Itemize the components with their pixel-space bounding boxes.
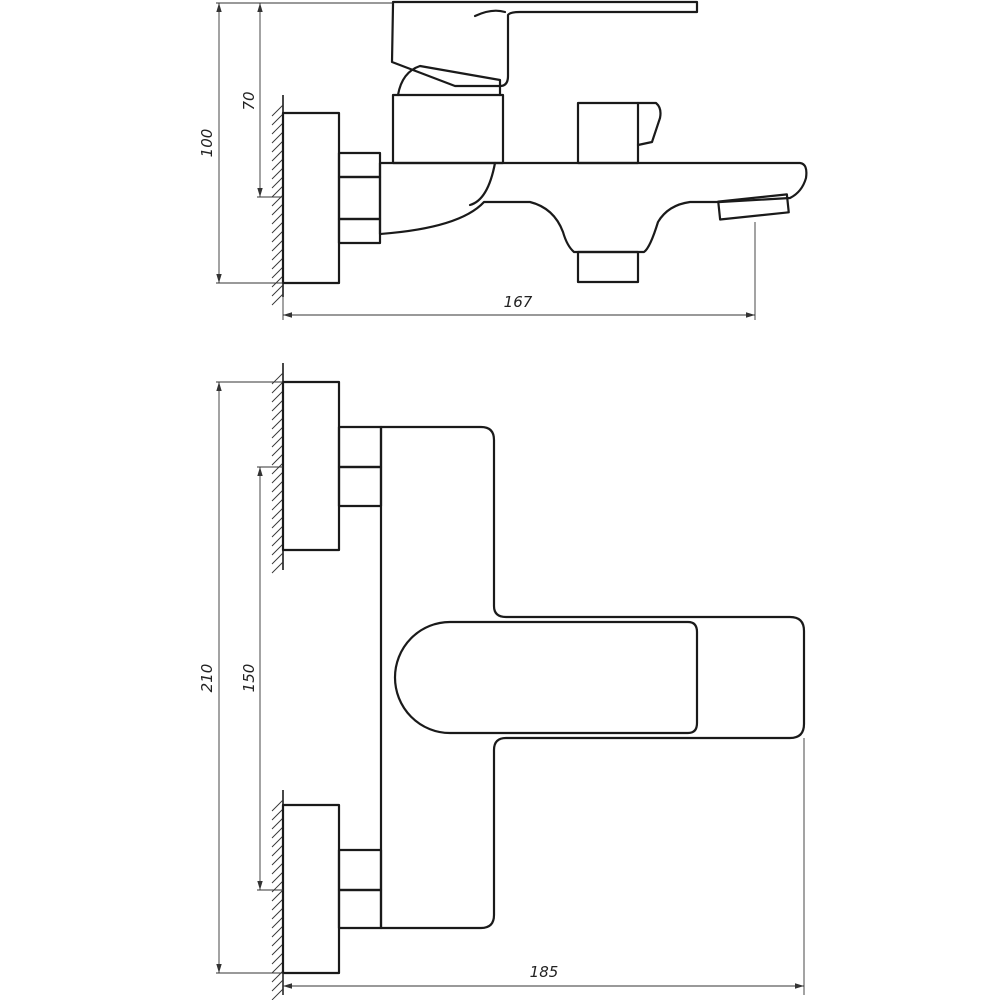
wall-hatch-line <box>271 417 284 430</box>
wall-hatch-line <box>271 516 284 529</box>
wall-hatch-line <box>271 961 284 974</box>
wall-hatch-line <box>271 835 284 848</box>
wall-hatch-line <box>271 444 284 457</box>
wall-hatch-line <box>271 239 284 252</box>
wall-hatch-line <box>271 489 284 502</box>
wall-hatch-line <box>271 826 284 839</box>
wall-hatch-line <box>271 934 284 947</box>
wall-hatch-line <box>271 907 284 920</box>
wall-hatch-line <box>271 844 284 857</box>
top-wall-flange-upper <box>281 380 341 552</box>
wall-hatch-line <box>271 862 284 875</box>
wall-hatch-line <box>271 808 284 821</box>
wall-hatch-line <box>271 943 284 956</box>
side-view-wall <box>271 95 284 306</box>
dim-center-spacing-label: 150 <box>240 664 258 693</box>
dim-total-height-label: 100 <box>198 129 216 158</box>
wall-hatch-line <box>271 979 284 992</box>
side-view: 100 70 167 <box>198 0 808 320</box>
wall-hatch-line <box>271 176 284 189</box>
wall-hatch-line <box>271 889 284 902</box>
wall-hatch-line <box>271 871 284 884</box>
side-wall-flange <box>281 111 341 285</box>
top-view-wall-upper <box>271 363 284 574</box>
wall-hatch-line <box>271 158 284 171</box>
wall-hatch-line <box>271 498 284 511</box>
dim-total-width <box>216 381 283 974</box>
wall-hatch-line <box>271 113 284 126</box>
wall-hatch-line <box>271 453 284 466</box>
side-eccentric-connector <box>337 151 382 245</box>
side-bottom-outlet <box>576 250 640 284</box>
wall-hatch-line <box>271 817 284 830</box>
side-cartridge-housing <box>391 93 505 165</box>
side-lever-fold <box>473 9 507 18</box>
wall-hatch-line <box>271 799 284 812</box>
wall-hatch-line <box>271 534 284 547</box>
wall-hatch-line <box>271 525 284 538</box>
wall-hatch-line <box>271 131 284 144</box>
side-body-curve <box>468 161 497 207</box>
wall-hatch-line <box>271 140 284 153</box>
wall-hatch-line <box>271 248 284 261</box>
wall-hatch-line <box>271 916 284 929</box>
wall-hatch-line <box>271 257 284 270</box>
dim-projection <box>282 222 756 320</box>
dim-center-height <box>257 2 283 198</box>
wall-hatch-line <box>271 122 284 135</box>
wall-hatch-line <box>271 552 284 565</box>
top-eccentric-connector-lower <box>337 848 383 930</box>
wall-hatch-line <box>271 230 284 243</box>
wall-hatch-line <box>271 104 284 117</box>
side-diverter-knob <box>636 101 662 147</box>
side-mixer-body <box>378 161 808 254</box>
wall-hatch-line <box>271 167 284 180</box>
wall-hatch-line <box>271 925 284 938</box>
dim-depth <box>282 738 805 995</box>
top-wall-flange-lower <box>281 803 341 975</box>
top-eccentric-connector-upper <box>337 425 383 508</box>
wall-hatch-line <box>271 221 284 234</box>
top-mixer-body <box>379 425 806 930</box>
wall-hatch-line <box>271 561 284 574</box>
wall-hatch-line <box>271 212 284 225</box>
top-view: 210 150 185 <box>198 363 806 1000</box>
wall-hatch-line <box>271 266 284 279</box>
dim-center-height-label: 70 <box>240 91 258 110</box>
wall-hatch-line <box>271 853 284 866</box>
top-lever <box>393 620 699 735</box>
wall-hatch-line <box>271 275 284 288</box>
side-lever-handle <box>390 0 699 88</box>
wall-hatch-line <box>271 480 284 493</box>
wall-hatch-line <box>271 952 284 965</box>
side-cartridge-dome <box>396 64 502 97</box>
wall-hatch-line <box>271 543 284 556</box>
wall-hatch-line <box>271 988 284 1000</box>
wall-hatch-line <box>271 462 284 475</box>
wall-hatch-line <box>271 390 284 403</box>
side-aerator <box>717 193 790 221</box>
wall-hatch-line <box>271 426 284 439</box>
wall-hatch-line <box>271 507 284 520</box>
wall-hatch-line <box>271 293 284 306</box>
top-view-wall-lower <box>271 790 284 1000</box>
side-diverter-body <box>576 101 640 165</box>
wall-hatch-line <box>271 471 284 484</box>
dim-depth-label: 185 <box>530 963 559 981</box>
wall-hatch-line <box>271 203 284 216</box>
wall-hatch-line <box>271 898 284 911</box>
wall-hatch-line <box>271 408 284 421</box>
dim-projection-label: 167 <box>504 293 533 311</box>
dim-center-spacing <box>257 466 283 891</box>
wall-hatch-line <box>271 149 284 162</box>
dim-total-height <box>216 2 393 284</box>
wall-hatch-line <box>271 381 284 394</box>
wall-hatch-line <box>271 185 284 198</box>
wall-hatch-line <box>271 399 284 412</box>
wall-hatch-line <box>271 435 284 448</box>
wall-hatch-line <box>271 284 284 297</box>
dim-total-width-label: 210 <box>198 664 216 693</box>
